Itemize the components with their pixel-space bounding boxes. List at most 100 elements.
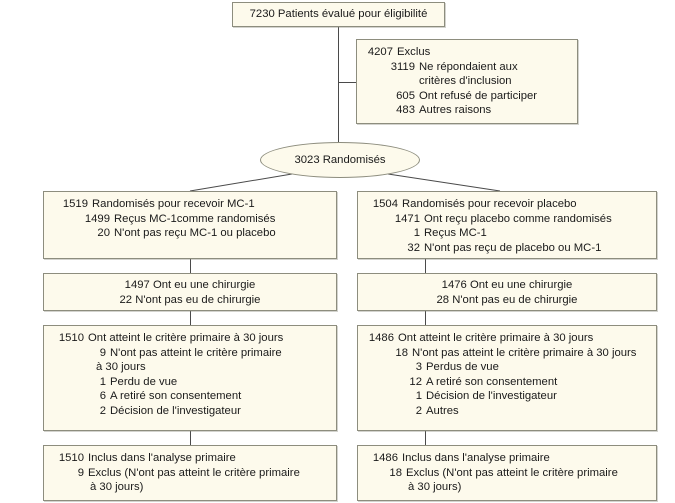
analysis-heading-count: 1510	[58, 452, 84, 464]
allocation-item: 20 N'ont pas reçu MC-1 ou placebo	[78, 226, 330, 241]
allocation-item: 1499 Reçus MC-1comme randomisés	[78, 212, 330, 227]
followup-heading: 1510 Ont atteint le critère primaire à 3…	[52, 331, 330, 346]
analysis-heading: 1486 Inclus dans l'analyse primaire	[366, 451, 650, 466]
analysis-heading-label: Inclus dans l'analyse primaire	[402, 452, 550, 464]
followup-item-count: 2	[415, 404, 422, 417]
followup-item-count: 1	[99, 375, 106, 388]
followup-item: 3 Perdus de vue	[402, 360, 650, 375]
excluded-reason-continuation: critères d'inclusion	[419, 75, 512, 88]
box-allocation-placebo: 1504 Randomisés pour recevoir placebo 14…	[357, 191, 657, 259]
followup-item-count: 12	[409, 375, 422, 388]
followup-item-label: Décision de l'investigateur	[110, 404, 241, 417]
box-surgery-placebo: 1476 Ont eu une chirurgie 28 N'ont pas e…	[357, 273, 657, 311]
box-followup-placebo: 1486 Ont atteint le critère primaire à 3…	[357, 325, 657, 431]
followup-heading-count: 1486	[368, 332, 394, 344]
followup-item: 12 A retiré son consentement	[402, 375, 650, 390]
followup-heading: 1486 Ont atteint le critère primaire à 3…	[362, 331, 650, 346]
followup-item: 6 A retiré son consentement	[92, 389, 330, 404]
followup-item-label: N'ont pas atteint le critère primaire	[110, 346, 282, 359]
allocation-heading-label: Randomisés pour recevoir placebo	[402, 198, 577, 210]
followup-item-continuation: à 30 jours	[96, 361, 146, 374]
allocation-item: 1471 Ont reçu placebo comme randomisés	[388, 212, 650, 227]
excluded-reason-label: Ne répondaient aux	[419, 60, 518, 73]
connector-left-allocation-to-surgery	[190, 259, 191, 273]
allocation-item-label: Reçus MC-1	[424, 227, 487, 240]
allocation-heading: 1519 Randomisés pour recevoir MC-1	[56, 197, 330, 212]
allocation-item-count: 1499	[84, 212, 110, 225]
allocation-heading-label: Randomisés pour recevoir MC-1	[92, 198, 255, 210]
allocation-heading: 1504 Randomisés pour recevoir placebo	[366, 197, 650, 212]
excluded-reason-count: 605	[396, 89, 415, 102]
analysis-heading-count: 1486	[372, 452, 398, 464]
connector-right-followup-to-analysis	[425, 431, 426, 445]
randomized-text: 3023 Randomisés	[294, 154, 386, 166]
excluded-heading-label: Exclus	[397, 46, 431, 58]
allocation-item-label: Reçus MC-1comme randomisés	[114, 212, 276, 225]
followup-item-count: 18	[395, 346, 408, 359]
allocation-item-count: 1471	[394, 212, 420, 225]
analysis-item-count: 18	[389, 466, 402, 479]
allocation-item: 1 Reçus MC-1	[388, 226, 650, 241]
excluded-reason-count: 483	[396, 104, 415, 117]
excluded-reason: 483 Autres raisons	[385, 103, 571, 118]
connector-left-surgery-to-followup	[190, 311, 191, 325]
followup-item: 1 Décision de l'investigateur	[402, 389, 650, 404]
allocation-heading-count: 1504	[372, 198, 398, 210]
box-analysis-mc1: 1510 Inclus dans l'analyse primaire 9 Ex…	[43, 445, 337, 501]
followup-heading-count: 1510	[58, 332, 84, 344]
allocation-item-label: Ont reçu placebo comme randomisés	[424, 212, 612, 225]
analysis-item-continuation: à 30 jours)	[408, 481, 462, 494]
connector-assessed-to-randomized	[338, 27, 339, 142]
surgery-line: 28 N'ont pas eu de chirurgie	[436, 293, 578, 306]
analysis-heading-label: Inclus dans l'analyse primaire	[88, 452, 236, 464]
followup-item-label: Perdu de vue	[110, 375, 178, 388]
analysis-item-continuation: à 30 jours)	[90, 481, 144, 494]
ellipse-randomized: 3023 Randomisés	[260, 142, 420, 178]
followup-item-label: N'ont pas atteint le critère primaire à …	[412, 346, 637, 359]
connector-right-allocation-to-surgery	[425, 259, 426, 273]
connector-right-surgery-to-followup	[425, 311, 426, 325]
followup-heading-label: Ont atteint le critère primaire à 30 jou…	[88, 332, 284, 344]
excluded-reason: 605 Ont refusé de participer	[385, 89, 571, 104]
excluded-heading: 4207 Exclus	[363, 45, 571, 60]
analysis-item: 9 Exclus (N'ont pas atteint le critère p…	[74, 466, 330, 481]
box-excluded: 4207 Exclus 3119 Ne répondaient aux crit…	[356, 39, 578, 124]
box-assessed-for-eligibility: 7230 Patients évalué pour éligibilité	[232, 2, 445, 27]
surgery-line: 1497 Ont eu une chirurgie	[124, 279, 256, 291]
followup-item-label: Perdus de vue	[426, 361, 499, 374]
followup-item-count: 3	[415, 361, 422, 374]
followup-item: 1 Perdu de vue	[92, 375, 330, 390]
surgery-line: 22 N'ont pas eu de chirurgie	[119, 293, 261, 306]
excluded-reason-label: Autres raisons	[419, 104, 492, 117]
followup-item-label: A retiré son consentement	[110, 390, 242, 403]
allocation-heading-count: 1519	[62, 198, 88, 210]
analysis-item-count: 9	[77, 466, 84, 479]
box-followup-mc1: 1510 Ont atteint le critère primaire à 3…	[43, 325, 337, 431]
allocation-item-label: N'ont pas reçu MC-1 ou placebo	[114, 227, 276, 240]
box-allocation-mc1: 1519 Randomisés pour recevoir MC-1 1499 …	[43, 191, 337, 259]
followup-item-label: A retiré son consentement	[426, 375, 558, 388]
analysis-item-label: Exclus (N'ont pas atteint le critère pri…	[406, 466, 618, 479]
allocation-item-label: N'ont pas reçu de placebo ou MC-1	[424, 241, 602, 254]
followup-item-count: 2	[99, 404, 106, 417]
excluded-reason: 3119 Ne répondaient aux	[385, 60, 571, 75]
excluded-reason-count: 3119	[390, 60, 415, 73]
box-surgery-mc1: 1497 Ont eu une chirurgie 22 N'ont pas e…	[43, 273, 337, 311]
followup-item-label: Décision de l'investigateur	[426, 390, 557, 403]
allocation-item-count: 32	[407, 241, 420, 254]
followup-item: 2 Décision de l'investigateur	[92, 404, 330, 419]
followup-item: 2 Autres	[402, 404, 650, 419]
surgery-line: 1476 Ont eu une chirurgie	[441, 279, 573, 291]
followup-item: 9 N'ont pas atteint le critère primaire	[74, 346, 330, 361]
followup-item: 18 N'ont pas atteint le critère primaire…	[376, 346, 650, 361]
followup-item-count: 6	[99, 390, 106, 403]
analysis-item: 18 Exclus (N'ont pas atteint le critère …	[388, 466, 650, 481]
assessed-text: 7230 Patients évalué pour éligibilité	[249, 8, 428, 20]
box-analysis-placebo: 1486 Inclus dans l'analyse primaire 18 E…	[357, 445, 657, 501]
connector-left-followup-to-analysis	[190, 431, 191, 445]
analysis-heading: 1510 Inclus dans l'analyse primaire	[52, 451, 330, 466]
analysis-item-label: Exclus (N'ont pas atteint le critère pri…	[88, 466, 300, 479]
excluded-reason-label: Ont refusé de participer	[419, 89, 538, 102]
allocation-item-count: 1	[413, 227, 420, 240]
